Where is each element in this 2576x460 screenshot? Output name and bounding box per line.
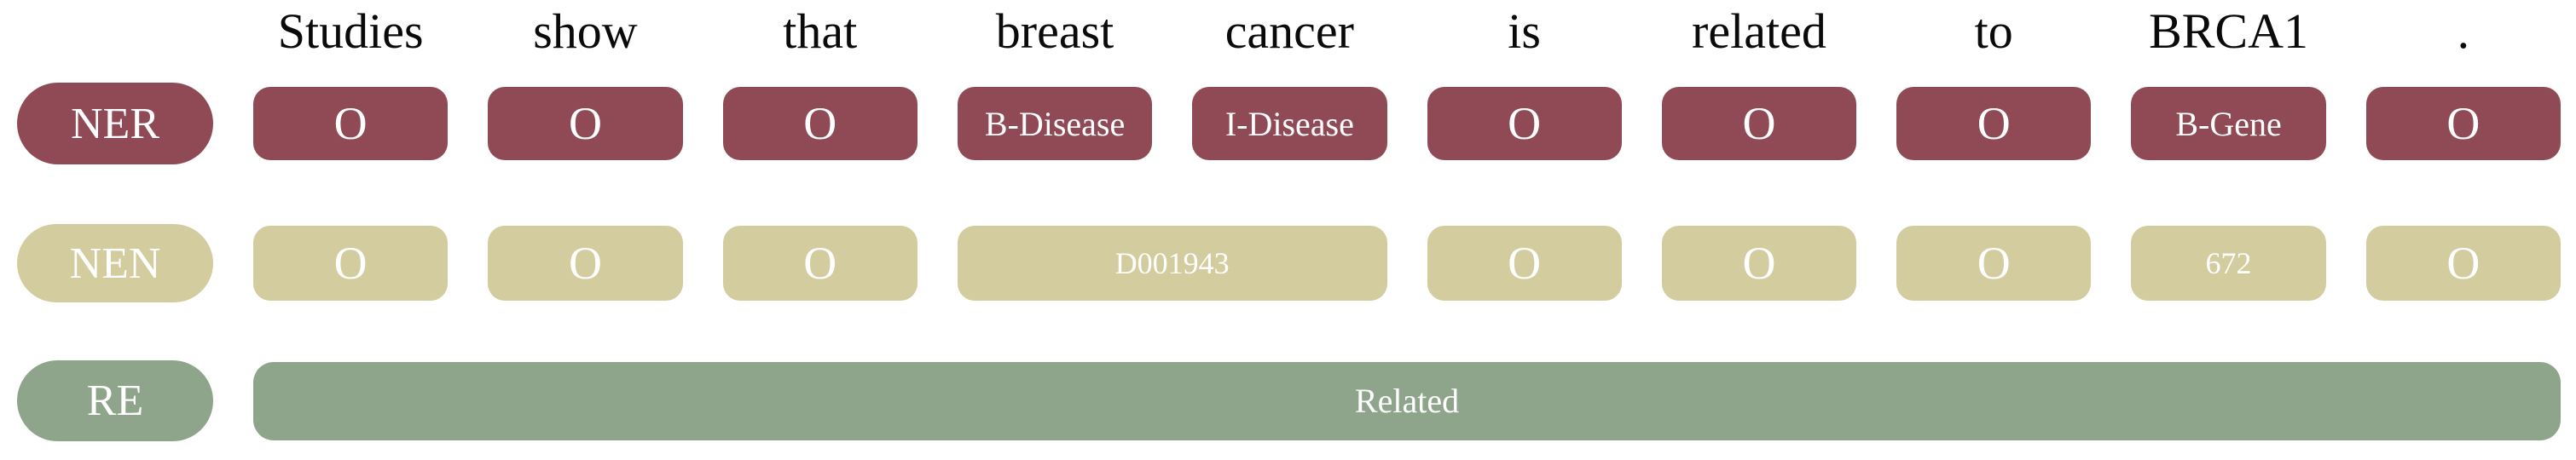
re-row: RE Related [0,360,2576,441]
nen-tag-merged: D001943 [957,226,1387,301]
nen-row-label: NEN [17,224,213,302]
nen-tag: O [488,226,683,301]
token-label: breast [995,3,1114,59]
ner-tag: O [722,87,918,160]
token-label: related [1692,3,1826,59]
ner-tag: O [1427,87,1622,160]
ner-tag: B-Gene [2131,87,2326,160]
nen-tag: O [1896,226,2092,301]
ner-tag: B-Disease [957,87,1153,160]
ner-tag: I-Disease [1192,87,1387,160]
ner-tag: O [253,87,449,160]
ner-row-label: NER [17,83,213,164]
nen-tag: O [1661,226,1857,301]
re-row-label: RE [17,360,213,441]
relation-bar: Related [253,361,2561,440]
token-label: BRCA1 [2149,3,2309,59]
nen-tag: 672 [2131,226,2326,301]
ner-tag: O [1896,87,2092,160]
nen-tag: O [253,226,449,301]
ner-tag: O [2365,87,2561,160]
token-label: cancer [1224,3,1354,59]
nen-tag: O [1427,226,1622,301]
token-label: show [533,3,638,59]
sentence-token-row: Studies show that breast cancer is relat… [0,0,2576,60]
nen-tag: O [722,226,918,301]
token-label: to [1974,3,2013,59]
token-label: is [1508,3,1541,59]
token-label: that [783,3,858,59]
ner-row: NER O O O B-Disease I-Disease O O O B-Ge… [0,83,2576,164]
token-label: . [2457,3,2470,59]
ner-tag: O [1661,87,1857,160]
nen-tag: O [2365,226,2561,301]
nen-row: NEN O O O D001943 O O O 672 O [0,224,2576,302]
token-label: Studies [277,3,424,59]
ner-tag: O [488,87,683,160]
